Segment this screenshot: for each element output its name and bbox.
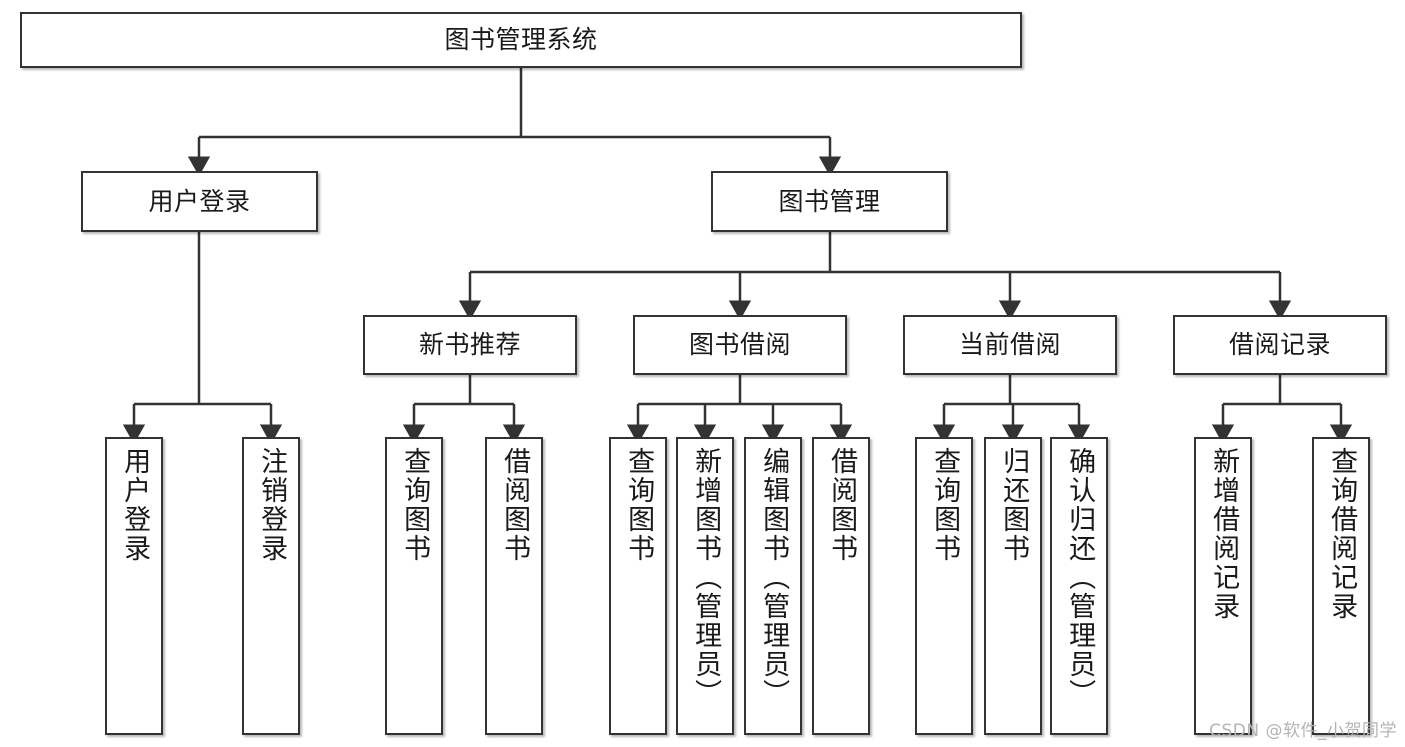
node-leaf-borrow-book-1[interactable]: 借阅图书: [485, 437, 543, 735]
node-new-book-recommend[interactable]: 新书推荐: [363, 315, 577, 375]
node-leaf-add-record[interactable]: 新增借阅记录: [1194, 437, 1252, 735]
node-leaf-query-book-2[interactable]: 查询图书: [609, 437, 667, 735]
node-book-management[interactable]: 图书管理: [711, 171, 948, 232]
node-new-book-recommend-label: 新书推荐: [418, 330, 521, 360]
node-leaf-query-book-1[interactable]: 查询图书: [385, 437, 443, 735]
node-book-borrow-label: 图书借阅: [688, 330, 791, 360]
node-leaf-user-logout[interactable]: 注销登录: [242, 437, 300, 735]
node-root[interactable]: 图书管理系统: [20, 12, 1022, 68]
node-user-login-label: 用户登录: [148, 186, 251, 216]
node-leaf-borrow-book-1-label: 借阅图书: [499, 447, 531, 563]
node-leaf-add-book-label: 新增图书（管理员）: [690, 447, 722, 708]
node-leaf-edit-book-label: 编辑图书（管理员）: [758, 447, 790, 708]
node-current-borrow[interactable]: 当前借阅: [903, 315, 1117, 375]
node-leaf-confirm-return-label: 确认归还（管理员）: [1064, 447, 1096, 708]
node-leaf-query-book-2-label: 查询图书: [623, 447, 655, 563]
node-leaf-confirm-return[interactable]: 确认归还（管理员）: [1050, 437, 1108, 735]
node-leaf-query-record[interactable]: 查询借阅记录: [1312, 437, 1370, 735]
node-leaf-borrow-book-2[interactable]: 借阅图书: [812, 437, 870, 735]
node-leaf-query-book-1-label: 查询图书: [399, 447, 431, 563]
node-borrow-record[interactable]: 借阅记录: [1173, 315, 1387, 375]
node-leaf-add-book[interactable]: 新增图书（管理员）: [676, 437, 734, 735]
node-leaf-query-book-3[interactable]: 查询图书: [915, 437, 973, 735]
node-leaf-user-login-label: 用户登录: [119, 447, 151, 563]
node-leaf-edit-book[interactable]: 编辑图书（管理员）: [744, 437, 802, 735]
node-leaf-query-record-label: 查询借阅记录: [1326, 447, 1358, 621]
node-user-login[interactable]: 用户登录: [81, 171, 318, 232]
node-leaf-return-book[interactable]: 归还图书: [984, 437, 1042, 735]
node-book-borrow[interactable]: 图书借阅: [633, 315, 847, 375]
node-leaf-return-book-label: 归还图书: [998, 447, 1030, 563]
node-leaf-borrow-book-2-label: 借阅图书: [826, 447, 858, 563]
node-root-label: 图书管理系统: [444, 25, 598, 55]
node-leaf-add-record-label: 新增借阅记录: [1208, 447, 1240, 621]
node-leaf-user-login[interactable]: 用户登录: [105, 437, 163, 735]
node-current-borrow-label: 当前借阅: [958, 330, 1061, 360]
node-leaf-query-book-3-label: 查询图书: [929, 447, 961, 563]
csdn-watermark: CSDN @软件_小贺同学: [1209, 721, 1397, 741]
node-leaf-user-logout-label: 注销登录: [256, 447, 288, 563]
node-borrow-record-label: 借阅记录: [1228, 330, 1331, 360]
node-book-management-label: 图书管理: [778, 186, 881, 216]
